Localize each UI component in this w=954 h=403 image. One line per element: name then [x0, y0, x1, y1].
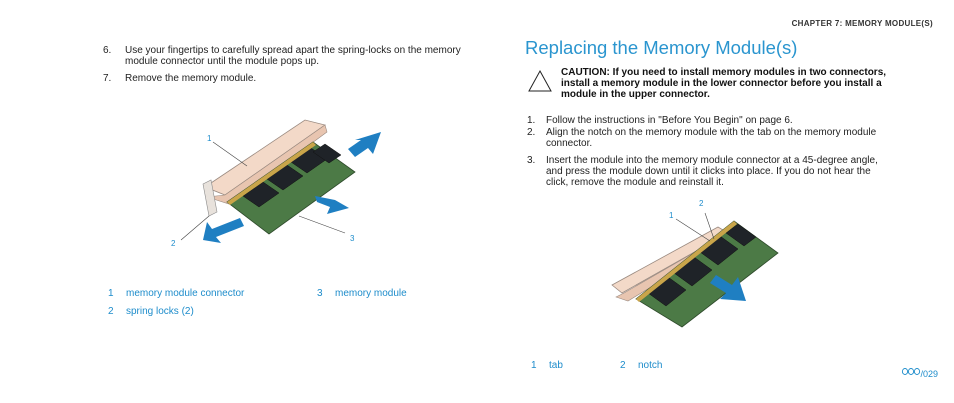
- module-contacts: [636, 221, 737, 302]
- legend-label: memory module: [335, 288, 407, 299]
- step-number: 2.: [527, 127, 536, 138]
- step-text: Use your fingertips to carefully spread …: [125, 45, 461, 67]
- step-number: 7.: [103, 73, 112, 84]
- callout-tab: 1: [669, 211, 674, 220]
- legend-number: 2: [620, 360, 626, 371]
- leader-line-notch: [704, 212, 715, 240]
- step-7: 7. Remove the memory module.: [103, 73, 523, 85]
- memory-chips: [242, 143, 342, 208]
- legend-item-tab: 1 tab: [531, 360, 563, 371]
- memory-install-illustration: [611, 212, 779, 328]
- legend-label: tab: [549, 360, 563, 371]
- module-contacts: [227, 142, 316, 205]
- spring-lock-left: [202, 179, 218, 217]
- legend-number: 1: [531, 360, 537, 371]
- legend-label: memory module connector: [126, 288, 245, 299]
- callout-2: 2: [171, 239, 176, 248]
- step-text: Insert the module into the memory module…: [546, 155, 878, 188]
- legend-number: 2: [108, 306, 114, 317]
- legend-item-notch: 2 notch: [620, 360, 662, 371]
- step-6: 6. Use your fingertips to carefully spre…: [103, 45, 523, 69]
- legend-item-module: 3 memory module: [317, 288, 407, 299]
- arrow-insert[interactable]: [710, 275, 746, 301]
- step-text: Remove the memory module.: [125, 73, 257, 84]
- warning-triangle-icon: [528, 69, 552, 92]
- callout-1: 1: [207, 134, 212, 143]
- callout-3: 3: [350, 234, 355, 243]
- connector-base: [206, 124, 328, 205]
- arrow-down-right[interactable]: [315, 196, 349, 214]
- legend-label: notch: [638, 360, 663, 371]
- arrow-down-left[interactable]: [203, 218, 244, 243]
- leader-line-2: [180, 215, 210, 241]
- step-number: 3.: [527, 155, 536, 166]
- step-text: Align the notch on the memory module wit…: [546, 127, 877, 149]
- legend-number: 1: [108, 288, 114, 299]
- callout-notch: 2: [699, 199, 704, 208]
- step-number: 1.: [527, 115, 536, 126]
- page-number: /029: [902, 368, 938, 379]
- arrow-up-right[interactable]: [348, 132, 381, 157]
- step-2: 2. Align the notch on the memory module …: [527, 127, 937, 151]
- caution-note: CAUTION: If you need to install memory m…: [561, 67, 887, 100]
- step-1: 1. Follow the instructions in "Before Yo…: [527, 115, 937, 127]
- memory-removal-illustration: [180, 119, 381, 243]
- chapter-header: CHAPTER 7: MEMORY MODULE(S): [791, 19, 933, 28]
- leader-line-1: [212, 141, 248, 167]
- step-text: Follow the instructions in "Before You B…: [546, 115, 793, 126]
- legend-item-connector: 1 memory module connector: [108, 288, 244, 299]
- legend-label: spring locks (2): [126, 306, 194, 317]
- alienware-logo-icon: [902, 368, 921, 375]
- section-heading: Replacing the Memory Module(s): [525, 37, 798, 58]
- step-number: 6.: [103, 45, 112, 56]
- legend-number: 3: [317, 288, 323, 299]
- leader-line-3: [298, 215, 346, 234]
- step-3: 3. Insert the module into the memory mod…: [527, 155, 937, 191]
- legend-item-spring-locks: 2 spring locks (2): [108, 306, 194, 317]
- leader-line-tab: [675, 218, 711, 242]
